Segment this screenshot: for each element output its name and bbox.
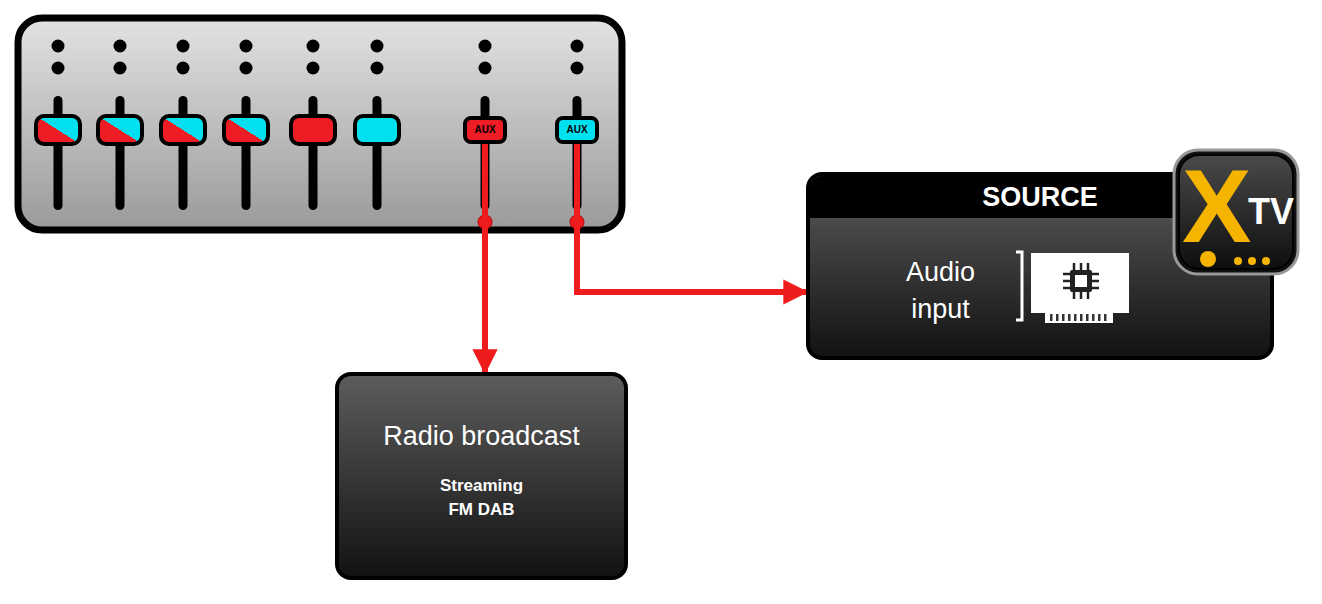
- aux-label: AUX: [474, 125, 495, 135]
- fader-cap: [98, 116, 142, 144]
- chip-pin: [1092, 280, 1099, 283]
- audio-card-icon: [1032, 254, 1128, 322]
- chip-pin: [1063, 287, 1070, 290]
- fader-track: [242, 96, 251, 210]
- card-contact: [1062, 314, 1065, 321]
- fader-dot: [177, 62, 190, 75]
- card-contact: [1068, 314, 1071, 321]
- fader-track: [309, 96, 318, 210]
- chip-pins: [1063, 263, 1099, 299]
- box-title: Radio broadcast: [383, 420, 580, 452]
- fader-cap: [355, 116, 399, 144]
- card-contact: [1104, 314, 1107, 321]
- card-contact: [1098, 314, 1101, 321]
- chip-pin: [1080, 292, 1083, 299]
- logo-dot: [1248, 257, 1256, 265]
- signal-wire: [577, 144, 806, 292]
- chip-pin: [1063, 280, 1070, 283]
- fader-dot: [571, 62, 584, 75]
- output-list: Streaming FM DAB: [440, 474, 523, 522]
- fader-track: [179, 96, 188, 210]
- card-contact: [1080, 314, 1083, 321]
- fader-dot: [114, 40, 127, 53]
- fader-dot: [177, 40, 190, 53]
- fader: [98, 40, 142, 211]
- fader-track: [481, 96, 490, 210]
- output-jack: [570, 215, 584, 229]
- fader-track: [373, 96, 382, 210]
- fader: [355, 40, 399, 211]
- logo-letter: X: [1182, 154, 1251, 258]
- mixer-body: [18, 18, 622, 230]
- logo-dot: [1262, 257, 1270, 265]
- chip-pin: [1080, 263, 1083, 270]
- fader-dot: [479, 62, 492, 75]
- fader-cap: [291, 116, 335, 144]
- chip-pin: [1073, 263, 1076, 270]
- aux-label: AUX: [566, 125, 587, 135]
- chip-pin: [1087, 263, 1090, 270]
- fader: [161, 40, 205, 211]
- fader-cap: [224, 116, 268, 144]
- fader-cap: [36, 116, 80, 144]
- audio-card-icon: [1075, 275, 1087, 287]
- fader-track: [54, 96, 63, 210]
- fader-dot: [240, 62, 253, 75]
- logo-frame: [1174, 150, 1298, 274]
- logo-dot: [1234, 257, 1242, 265]
- fader-dot: [371, 40, 384, 53]
- fader-dot: [240, 40, 253, 53]
- output-box: Radio broadcastStreaming FM DAB: [335, 372, 628, 580]
- chip-pin: [1073, 292, 1076, 299]
- card-contact: [1086, 314, 1089, 321]
- output-jack: [478, 215, 492, 229]
- fader-dot: [114, 62, 127, 75]
- fader-track: [116, 96, 125, 210]
- chip-pin: [1087, 292, 1090, 299]
- fader-track: [573, 96, 582, 210]
- fader: [224, 40, 268, 211]
- fader: [36, 40, 80, 211]
- fader-cap: [161, 116, 205, 144]
- card-contact: [1056, 314, 1059, 321]
- fader-dot: [307, 62, 320, 75]
- audio-card-icon: [1016, 252, 1128, 322]
- aux-fader-cap: AUX: [555, 116, 599, 144]
- audio-card-icon: [1016, 252, 1022, 320]
- card-contacts: [1050, 314, 1107, 321]
- xtv-logo: XTV: [1172, 148, 1300, 276]
- chip-pin: [1092, 273, 1099, 276]
- audio-card-icon: [1070, 270, 1092, 292]
- fader-dot: [371, 62, 384, 75]
- input-label: Audio input: [906, 254, 975, 328]
- card-contact: [1074, 314, 1077, 321]
- logo-text: TV: [1248, 194, 1294, 230]
- fader-strip: [36, 40, 584, 230]
- card-contact: [1050, 314, 1053, 321]
- card-contact: [1092, 314, 1095, 321]
- chip-pin: [1063, 273, 1070, 276]
- fader: [291, 40, 335, 211]
- chip-pin: [1092, 287, 1099, 290]
- fader-dot: [52, 40, 65, 53]
- fader-dot: [307, 40, 320, 53]
- aux-fader-cap: AUX: [463, 116, 507, 144]
- fader-dot: [479, 40, 492, 53]
- fader-dot: [571, 40, 584, 53]
- signal-wire: [482, 144, 488, 372]
- connector-group: [485, 144, 806, 372]
- fader-dot: [52, 62, 65, 75]
